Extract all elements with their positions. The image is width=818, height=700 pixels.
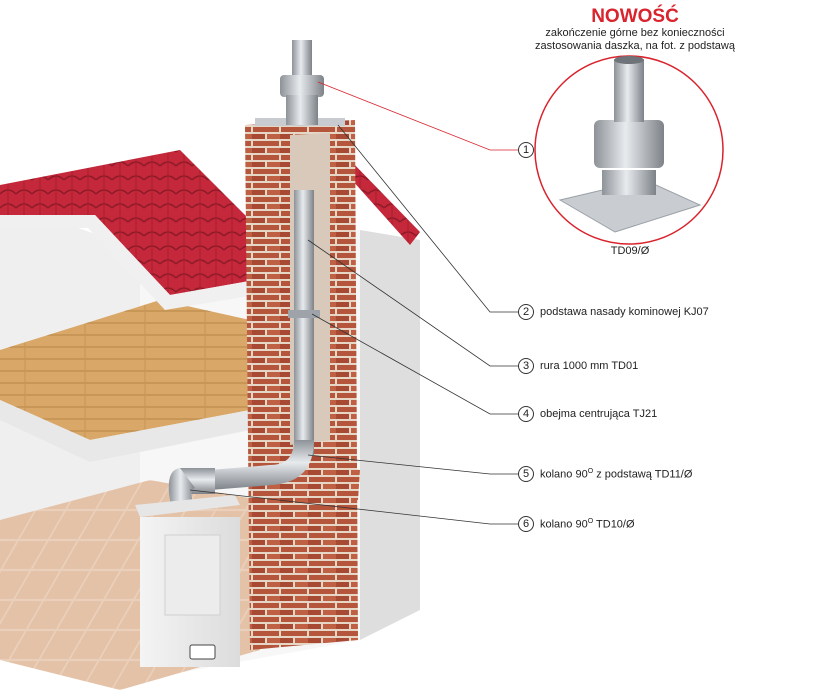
leader-lines [189,81,518,525]
boiler-panel [164,534,221,616]
centering-clamp [288,310,320,318]
callout-label-part: z podstawą TD11/Ø [593,468,693,481]
chimney-ledge [250,450,360,505]
headline-new: NOWOŚĆ [591,6,679,27]
callout-label: kolano 90O z podstawą TD11/Ø [540,468,692,481]
flue-pipe [294,190,314,455]
callout-label: rura 1000 mm TD01 [540,360,639,372]
top-terminal-collar [280,75,324,97]
callout-4: 4 obejma centrująca TJ21 [518,406,657,422]
top-terminal-pipe [292,40,312,85]
product-pipe-opening [614,56,644,64]
product-code: TD09/Ø [610,245,650,257]
callout-5: 5 kolano 90O z podstawą TD11/Ø [518,466,692,482]
callout-number-badge: 6 [518,516,534,532]
product-collar [594,120,664,168]
product-lower-cylinder [602,170,656,195]
leader-line-3 [307,239,518,367]
elbow-90 [168,468,195,510]
leader-line-5 [307,454,518,475]
callout-label-part: kolano 90 [540,518,588,531]
callout-number-badge: 2 [518,304,534,320]
callout-label: podstawa nasady kominowej KJ07 [540,306,709,318]
description-line-1: zakończenie górne bez konieczności [545,27,725,39]
leader-line-4 [311,313,518,415]
callout-3: 3 rura 1000 mm TD01 [518,358,638,374]
callout-label-part: kolano 90 [540,468,588,481]
boiler-display [189,644,216,660]
callout-1: 1 [518,142,534,158]
callout-label: obejma centrująca TJ21 [540,408,658,420]
leader-line-1 [317,81,518,151]
callout-number-badge: 3 [518,358,534,374]
headline-description: zakończenie górne bez konieczności zasto… [520,27,750,53]
callout-number-badge: 4 [518,406,534,422]
elbow-90-with-base [210,440,314,490]
callout-6: 6 kolano 90O TD10/Ø [518,516,635,532]
callout-label-part: TD10/Ø [593,518,635,531]
boiler [135,495,240,667]
callout-label: kolano 90O TD10/Ø [540,518,635,531]
product-inset [534,55,724,245]
leader-line-6 [189,489,518,525]
callout-number-badge: 5 [518,466,534,482]
roof-left-fascia [0,215,255,310]
flue-system [168,40,324,510]
leader-line-2 [337,124,518,313]
description-line-2: zastosowania daszka, na fot. z podstawą [535,40,735,52]
house-side-wall [360,230,420,640]
degree-mark: O [587,517,594,525]
product-top-pipe [614,60,644,122]
roof [0,150,420,310]
boiler-top [135,495,240,517]
roof-right-slope [350,160,420,245]
callout-2: 2 podstawa nasady kominowej KJ07 [518,304,709,320]
top-terminal-base [286,95,318,125]
callout-number-badge: 1 [518,142,534,158]
degree-mark: O [587,467,594,475]
roof-left-slope [0,150,255,295]
upper-floor-wood [0,300,250,440]
floor-slab-edge [0,400,250,462]
